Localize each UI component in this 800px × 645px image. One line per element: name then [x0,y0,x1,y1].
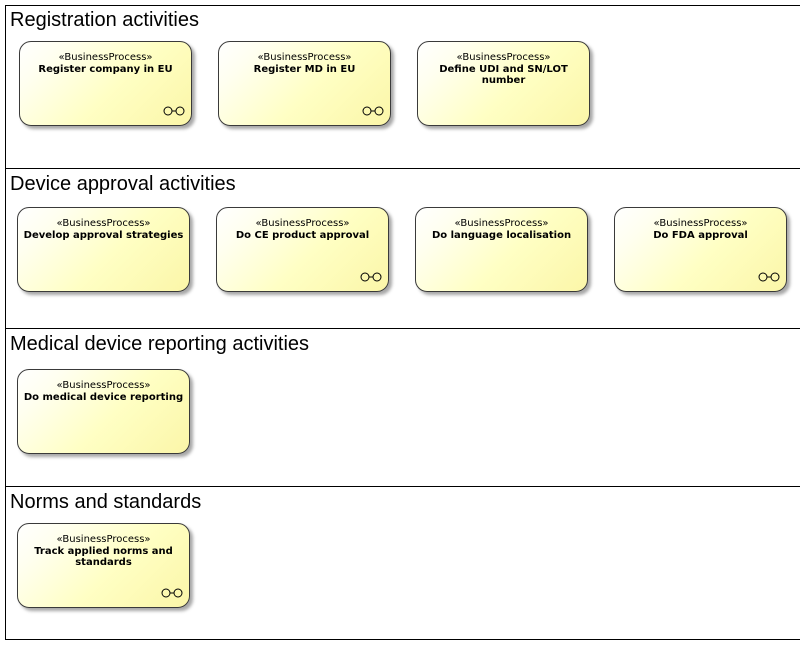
lane-title: Device approval activities [10,173,236,195]
process-icon [360,272,382,282]
process-language-localisation[interactable]: «BusinessProcess» Do language localisati… [415,207,588,292]
stereotype-label: «BusinessProcess» [56,218,151,229]
process-register-md[interactable]: «BusinessProcess» Register MD in EU [218,41,391,126]
process-name: Do medical device reporting [23,392,184,403]
process-name: Register MD in EU [253,64,356,75]
process-fda-approval[interactable]: «BusinessProcess» Do FDA approval [614,207,787,292]
process-name: Track applied norms and standards [34,546,173,568]
process-name: Develop approval strategies [23,230,184,241]
lane-title: Medical device reporting activities [10,333,310,355]
process-name: Do FDA approval [653,230,748,241]
process-icon [163,106,185,116]
stereotype-label: «BusinessProcess» [456,52,551,63]
lane-registration: Registration activities «BusinessProcess… [5,5,800,168]
stereotype-label: «BusinessProcess» [255,218,350,229]
stereotype-label: «BusinessProcess» [58,52,153,63]
lane-norms-and-standards: Norms and standards «BusinessProcess» Tr… [5,486,800,640]
process-medical-device-reporting[interactable]: «BusinessProcess» Do medical device repo… [17,369,190,454]
process-name: Register company in EU [38,64,173,75]
process-name: Define UDI and SN/LOT number [439,64,568,86]
process-track-norms[interactable]: «BusinessProcess» Track applied norms an… [17,523,190,608]
stereotype-label: «BusinessProcess» [653,218,748,229]
stereotype-label: «BusinessProcess» [56,534,151,545]
diagram-frame [5,5,800,640]
stereotype-label: «BusinessProcess» [257,52,352,63]
process-ce-approval[interactable]: «BusinessProcess» Do CE product approval [216,207,389,292]
process-icon [161,588,183,598]
process-define-udi[interactable]: «BusinessProcess» Define UDI and SN/LOT … [417,41,590,126]
process-icon [362,106,384,116]
lane-title: Registration activities [10,9,199,31]
process-name: Do language localisation [431,230,572,241]
process-name: Do CE product approval [235,230,370,241]
process-register-company[interactable]: «BusinessProcess» Register company in EU [19,41,192,126]
lane-device-approval: Device approval activities «BusinessProc… [5,168,800,328]
process-icon [758,272,780,282]
process-develop-approval-strategies[interactable]: «BusinessProcess» Develop approval strat… [17,207,190,292]
lane-medical-device-reporting: Medical device reporting activities «Bus… [5,328,800,486]
lane-title: Norms and standards [10,491,202,513]
stereotype-label: «BusinessProcess» [454,218,549,229]
stereotype-label: «BusinessProcess» [56,380,151,391]
